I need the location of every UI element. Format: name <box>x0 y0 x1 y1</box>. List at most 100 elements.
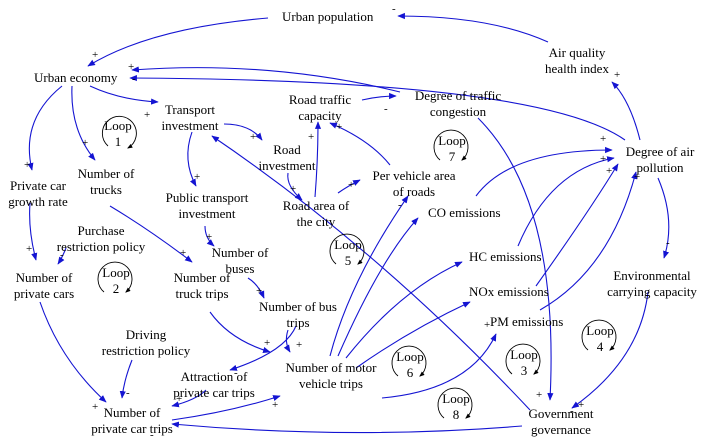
loop-5-word: Loop <box>334 237 361 252</box>
loop-1-arrow <box>101 115 137 149</box>
sign-plus: + <box>128 61 134 73</box>
loop-1-number: 1 <box>115 134 122 149</box>
loop-5-number: 5 <box>345 253 352 268</box>
link-motortrips-pm <box>381 333 497 399</box>
link-driving-cartrips <box>119 359 133 399</box>
node-air-quality-index-line2: health index <box>545 61 609 76</box>
sign-plus: + <box>290 183 296 195</box>
node-co-emissions: CO emissions <box>428 205 501 220</box>
link-privatecars-cartrips <box>39 301 107 403</box>
sign-plus: + <box>308 131 314 143</box>
link-airpollution-airindex <box>611 81 641 141</box>
link-airpollution-envcapacity <box>657 177 670 259</box>
node-road-investment-line2: investment <box>258 158 315 173</box>
loop-7-number: 7 <box>449 149 456 164</box>
link-bustrips-attraction <box>229 325 297 371</box>
node-number-buses-line2: buses <box>226 261 255 276</box>
node-attraction-line2: private car trips <box>173 385 255 400</box>
link-attraction-cartrips <box>171 389 207 408</box>
node-government-line2: governance <box>531 422 591 437</box>
loop-4-number: 4 <box>597 339 604 354</box>
sign-plus: + <box>536 389 542 401</box>
sign-minus: - <box>666 237 670 249</box>
link-pm-airpollution <box>539 171 638 311</box>
node-road-investment-line1: Road <box>273 142 301 157</box>
node-transport-investment-line2: investment <box>161 118 218 133</box>
sign-plus: + <box>606 165 612 177</box>
sign-plus: + <box>484 319 490 331</box>
link-gov-cartrips <box>171 421 523 434</box>
node-traffic-congestion-line1: Degree of traffic <box>415 88 502 103</box>
node-driving-restriction-line2: restriction policy <box>102 343 191 358</box>
link-economy-trucks <box>71 85 96 161</box>
sign-plus: + <box>256 285 262 297</box>
node-hc-emissions: HC emissions <box>469 249 542 264</box>
variable-labels: Urban population Urban economy Air quali… <box>8 9 697 437</box>
node-number-trucks-line2: trucks <box>90 182 122 197</box>
sign-plus: + <box>194 171 200 183</box>
link-bustrips-motortrips <box>283 329 291 353</box>
node-private-car-growth-line2: growth rate <box>8 194 68 209</box>
loop-8-number: 8 <box>453 407 460 422</box>
node-government-line1: Government <box>529 406 594 421</box>
loop-3-arrow <box>505 343 541 375</box>
link-co-airpollution <box>475 146 613 197</box>
node-per-vehicle-area-line2: of roads <box>393 184 435 199</box>
node-road-area-line1: Road area of <box>283 198 350 213</box>
loop-2-number: 2 <box>113 281 120 296</box>
node-transport-investment-line1: Transport <box>165 102 215 117</box>
link-motortrips-co <box>337 217 419 357</box>
loop-4-word: Loop <box>586 323 613 338</box>
node-air-pollution-line1: Degree of air <box>626 144 695 159</box>
sign-plus: + <box>600 153 606 165</box>
loop-7-word: Loop <box>438 133 465 148</box>
sign-plus: + <box>144 109 150 121</box>
loop-7-arrow <box>433 129 469 161</box>
node-number-buses-line1: Number of <box>212 245 269 260</box>
sign-plus: + <box>614 69 620 81</box>
link-motortrips-pervehicle <box>329 195 409 357</box>
sign-plus: + <box>180 247 186 259</box>
node-air-pollution-line2: pollution <box>637 160 684 175</box>
link-economy-growthrate <box>27 85 63 171</box>
link-trucktrips-motortrips <box>209 311 271 353</box>
link-pervehicle-capacity <box>329 122 391 166</box>
link-nox-airpollution <box>535 163 619 287</box>
node-env-capacity-line1: Environmental <box>613 268 691 283</box>
loop-markers: Loop 1 Loop 2 Loop 3 Loop 4 Loop 5 Loop … <box>97 115 617 422</box>
sign-minus: - <box>234 367 238 379</box>
sign-plus: + <box>634 171 640 183</box>
link-buses-bustrips <box>247 277 265 299</box>
node-urban-population: Urban population <box>282 9 374 24</box>
link-transport-public <box>187 131 197 187</box>
sign-minus: - <box>132 73 136 85</box>
loop-8-word: Loop <box>442 391 469 406</box>
node-air-quality-index-line1: Air quality <box>549 45 606 60</box>
node-truck-trips-line2: truck trips <box>175 286 228 301</box>
sign-plus: + <box>250 131 256 143</box>
loop-1-word: Loop <box>104 118 131 133</box>
loop-6-word: Loop <box>396 349 423 364</box>
node-nox-emissions: NOx emissions <box>469 284 549 299</box>
causal-links <box>27 12 670 434</box>
link-cartrips-motortrips <box>171 395 281 421</box>
node-road-traffic-capacity-line1: Road traffic <box>289 92 351 107</box>
link-congestion-gov <box>477 117 554 401</box>
loop-2-word: Loop <box>102 265 129 280</box>
node-private-cars-line2: private cars <box>14 286 74 301</box>
sign-plus: + <box>206 231 212 243</box>
sign-plus: + <box>92 49 98 61</box>
node-purchase-restriction-line1: Purchase <box>78 223 125 238</box>
loop-4-arrow <box>581 319 617 351</box>
node-private-car-trips-line2: private car trips <box>91 421 173 436</box>
node-private-car-growth-line1: Private car <box>10 178 67 193</box>
link-trucks-trucktrips <box>109 205 193 263</box>
link-economy-transport <box>89 85 159 105</box>
node-number-trucks-line1: Number of <box>78 166 135 181</box>
node-urban-economy: Urban economy <box>34 70 118 85</box>
link-purchase-privatecars <box>57 247 67 265</box>
link-motortrips-hc <box>345 261 463 359</box>
sign-plus: + <box>24 159 30 171</box>
